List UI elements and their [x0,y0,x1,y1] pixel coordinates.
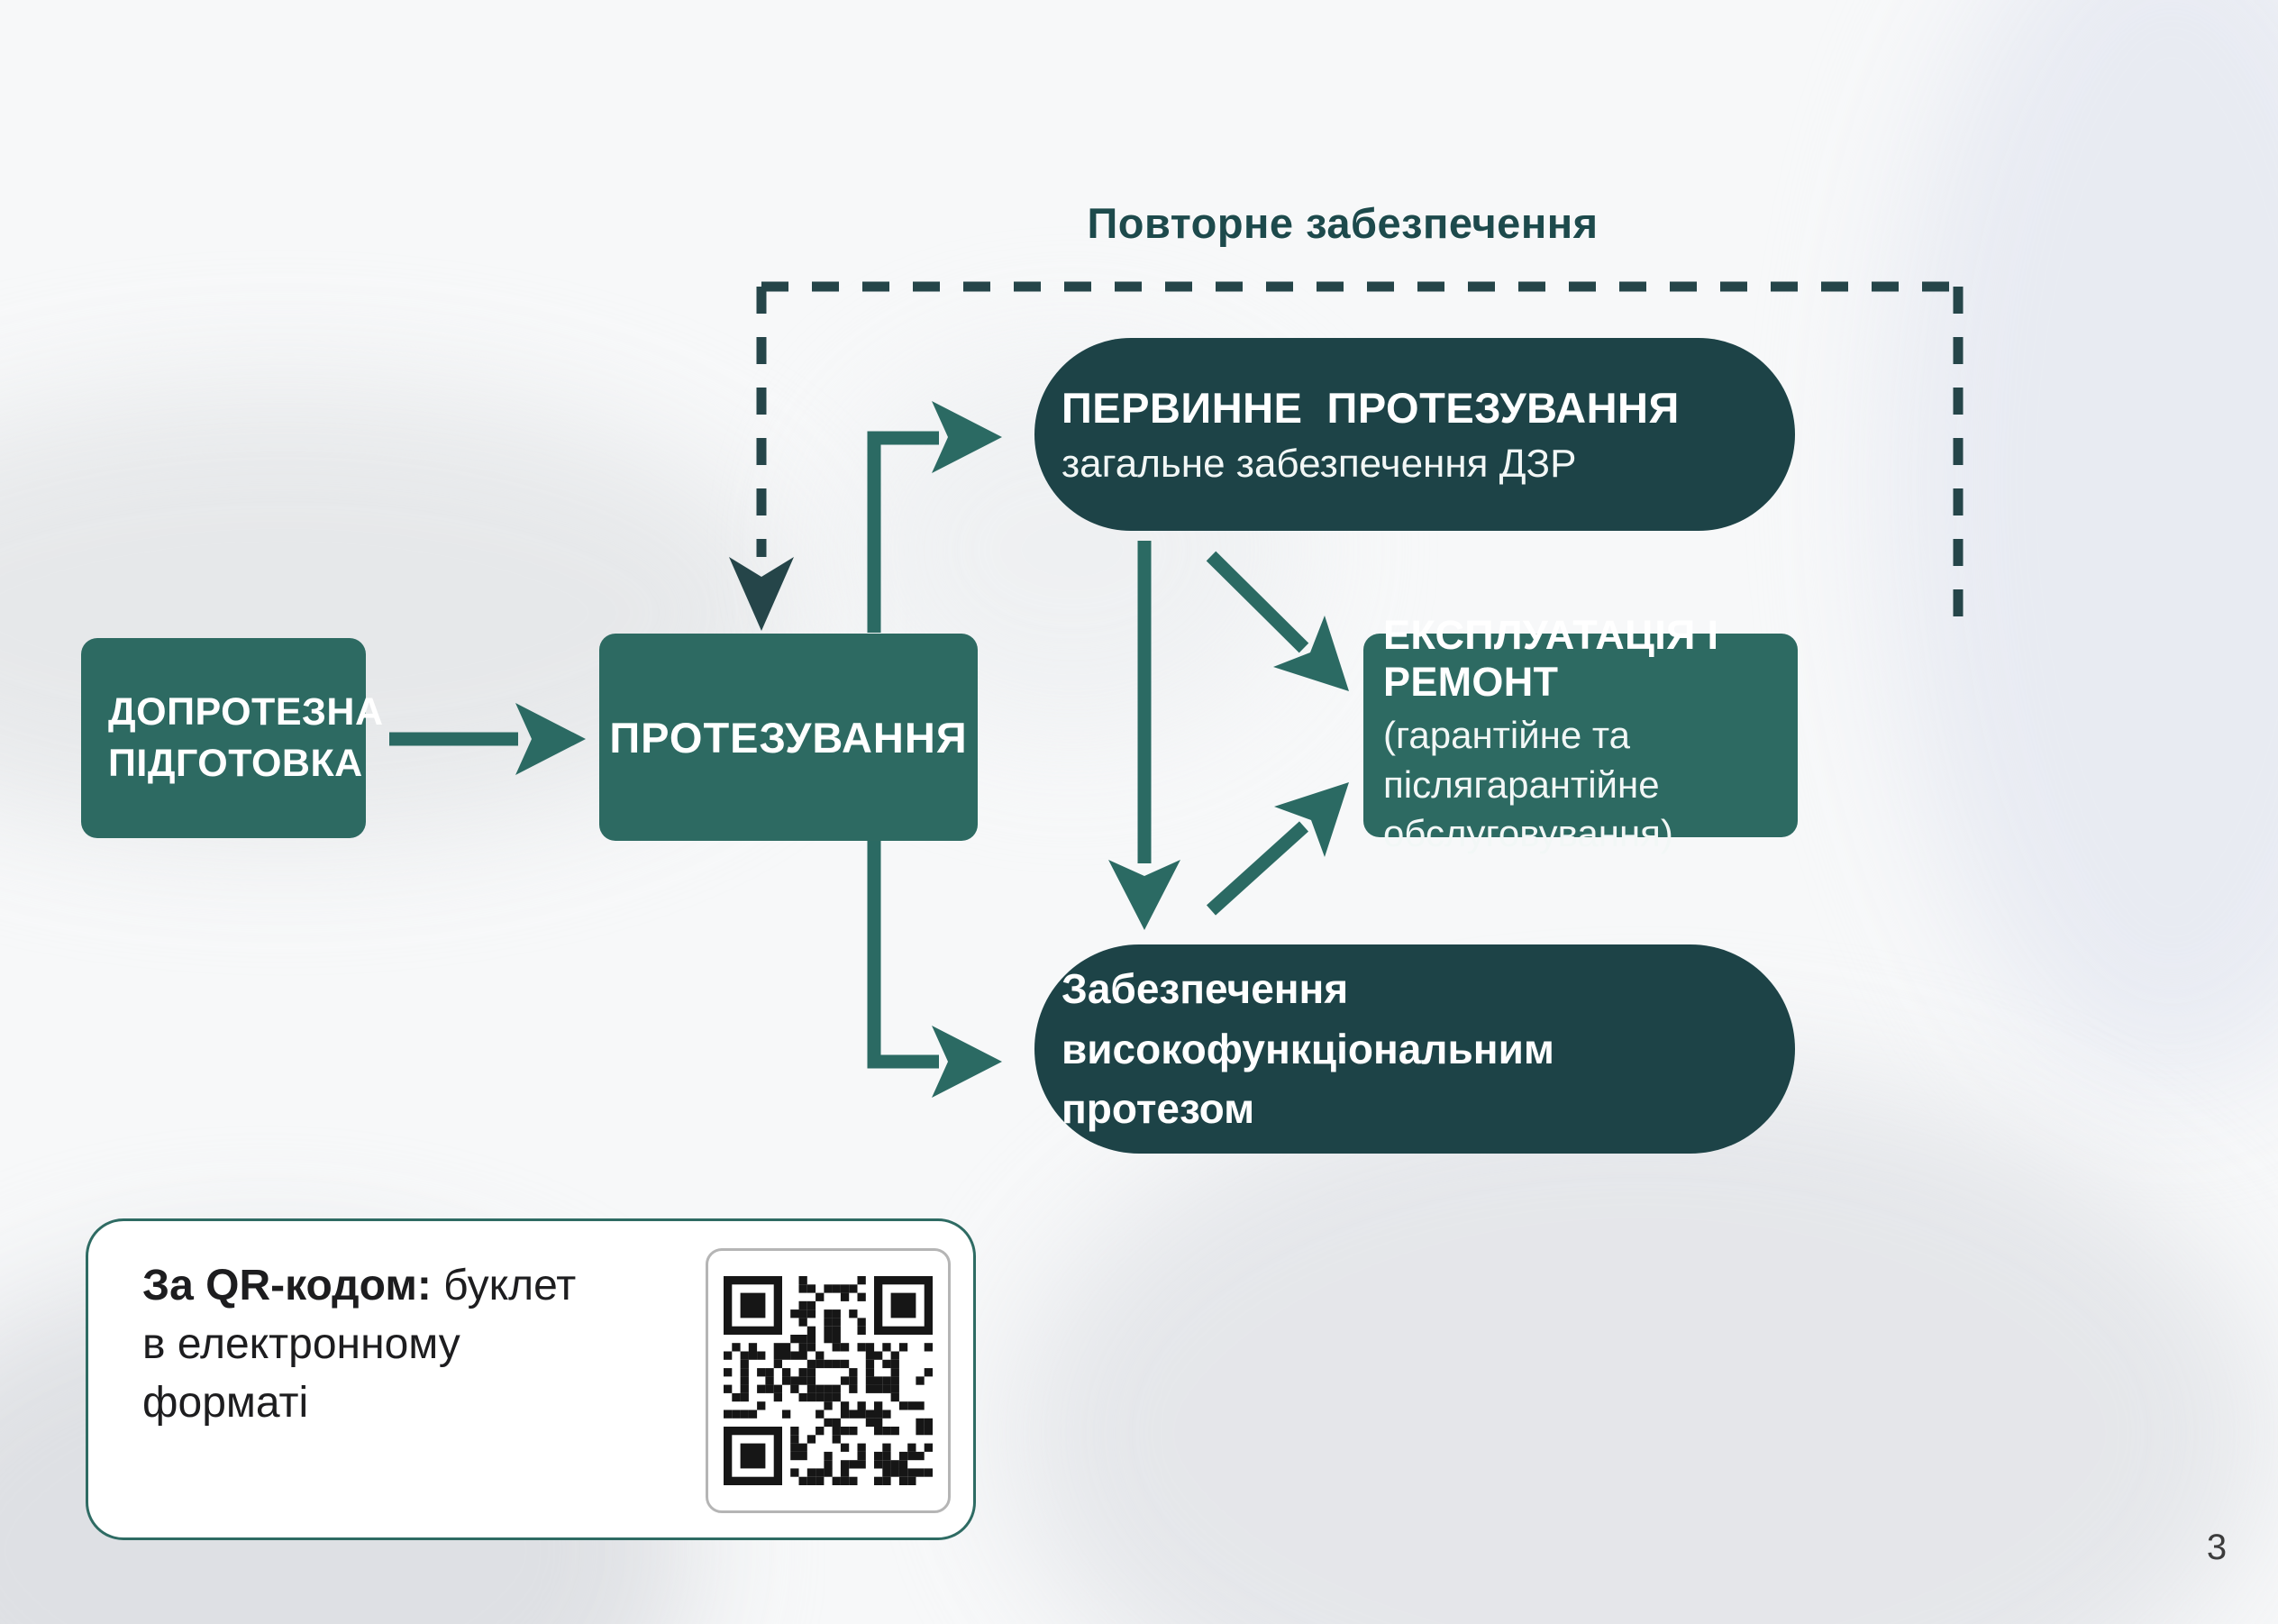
page-number: 3 [2206,1528,2228,1567]
qr-panel-text-line2: в електронному [142,1319,460,1368]
node-operation-subtitle-line1: (гарантійне та післягарантійне [1383,714,1660,806]
node-highfunctional-line2: високофункціональним [1062,1025,1554,1072]
node-primary-prosthetics: ПЕРВИННЕ ПРОТЕЗУВАННЯ загальне забезпече… [1034,338,1795,531]
arrow-primary-to-highfunctional-head [1108,860,1180,930]
node-prosthetics: ПРОТЕЗУВАННЯ [599,634,978,841]
node-pre-prosthetic-preparation: ДОПРОТЕЗНА ПІДГОТОВКА [81,638,384,838]
arrow-highfunctional-to-operation-head [1274,782,1349,857]
arrow-prosthetics-to-primary-line [867,431,939,633]
arrow-primary-to-operation-line [1206,551,1309,653]
arrow-pre-to-prosthetics-head [515,703,586,775]
qr-code-frame [706,1248,951,1513]
arrow-prosthetics-to-primary-head [932,401,1002,473]
qr-panel-text: За QR-кодом: буклет в електронному форма… [142,1257,647,1432]
arrow-primary-to-operation-head [1273,616,1349,691]
node-highfunctional-line1: Забезпечення [1062,964,1349,1012]
node-primary-title: ПЕРВИННЕ ПРОТЕЗУВАННЯ [1062,383,1680,432]
arrow-prosthetics-to-highfunctional-head [932,1026,1002,1098]
node-primary-subtitle: загальне забезпечення ДЗР [1062,441,1577,486]
qr-panel-text-bold: За QR-кодом: [142,1262,432,1309]
repeat-cycle-label: Повторне забезпечення [1087,199,1599,247]
node-highfunctional-line3: протезом [1062,1085,1255,1133]
qr-panel-text-line3: форматі [142,1378,309,1427]
node-operation-subtitle-line2: обслуговування) [1383,812,1673,855]
node-operation-title: ЕКСПЛУАТАЦІЯ І РЕМОНТ [1383,612,1719,706]
qr-panel: За QR-кодом: буклет в електронному форма… [86,1218,976,1540]
node-prosthetics-label: ПРОТЕЗУВАННЯ [609,713,968,762]
node-pre-prosthetic-line1: ДОПРОТЕЗНА [108,690,384,734]
dashed-arrowhead-to-prosthetics [729,557,794,631]
arrow-highfunctional-to-operation-line [1206,821,1309,916]
qr-code [724,1276,933,1485]
arrow-prosthetics-to-highfunctional-line [867,841,939,1069]
node-high-functional-prosthesis: Забезпечення високофункціональним протез… [1034,944,1795,1154]
node-pre-prosthetic-line2: ПІДГОТОВКА [108,742,363,785]
qr-panel-text-rest: буклет [431,1262,577,1309]
node-operation-and-repair: ЕКСПЛУАТАЦІЯ І РЕМОНТ (гарантійне та піс… [1363,612,1798,854]
